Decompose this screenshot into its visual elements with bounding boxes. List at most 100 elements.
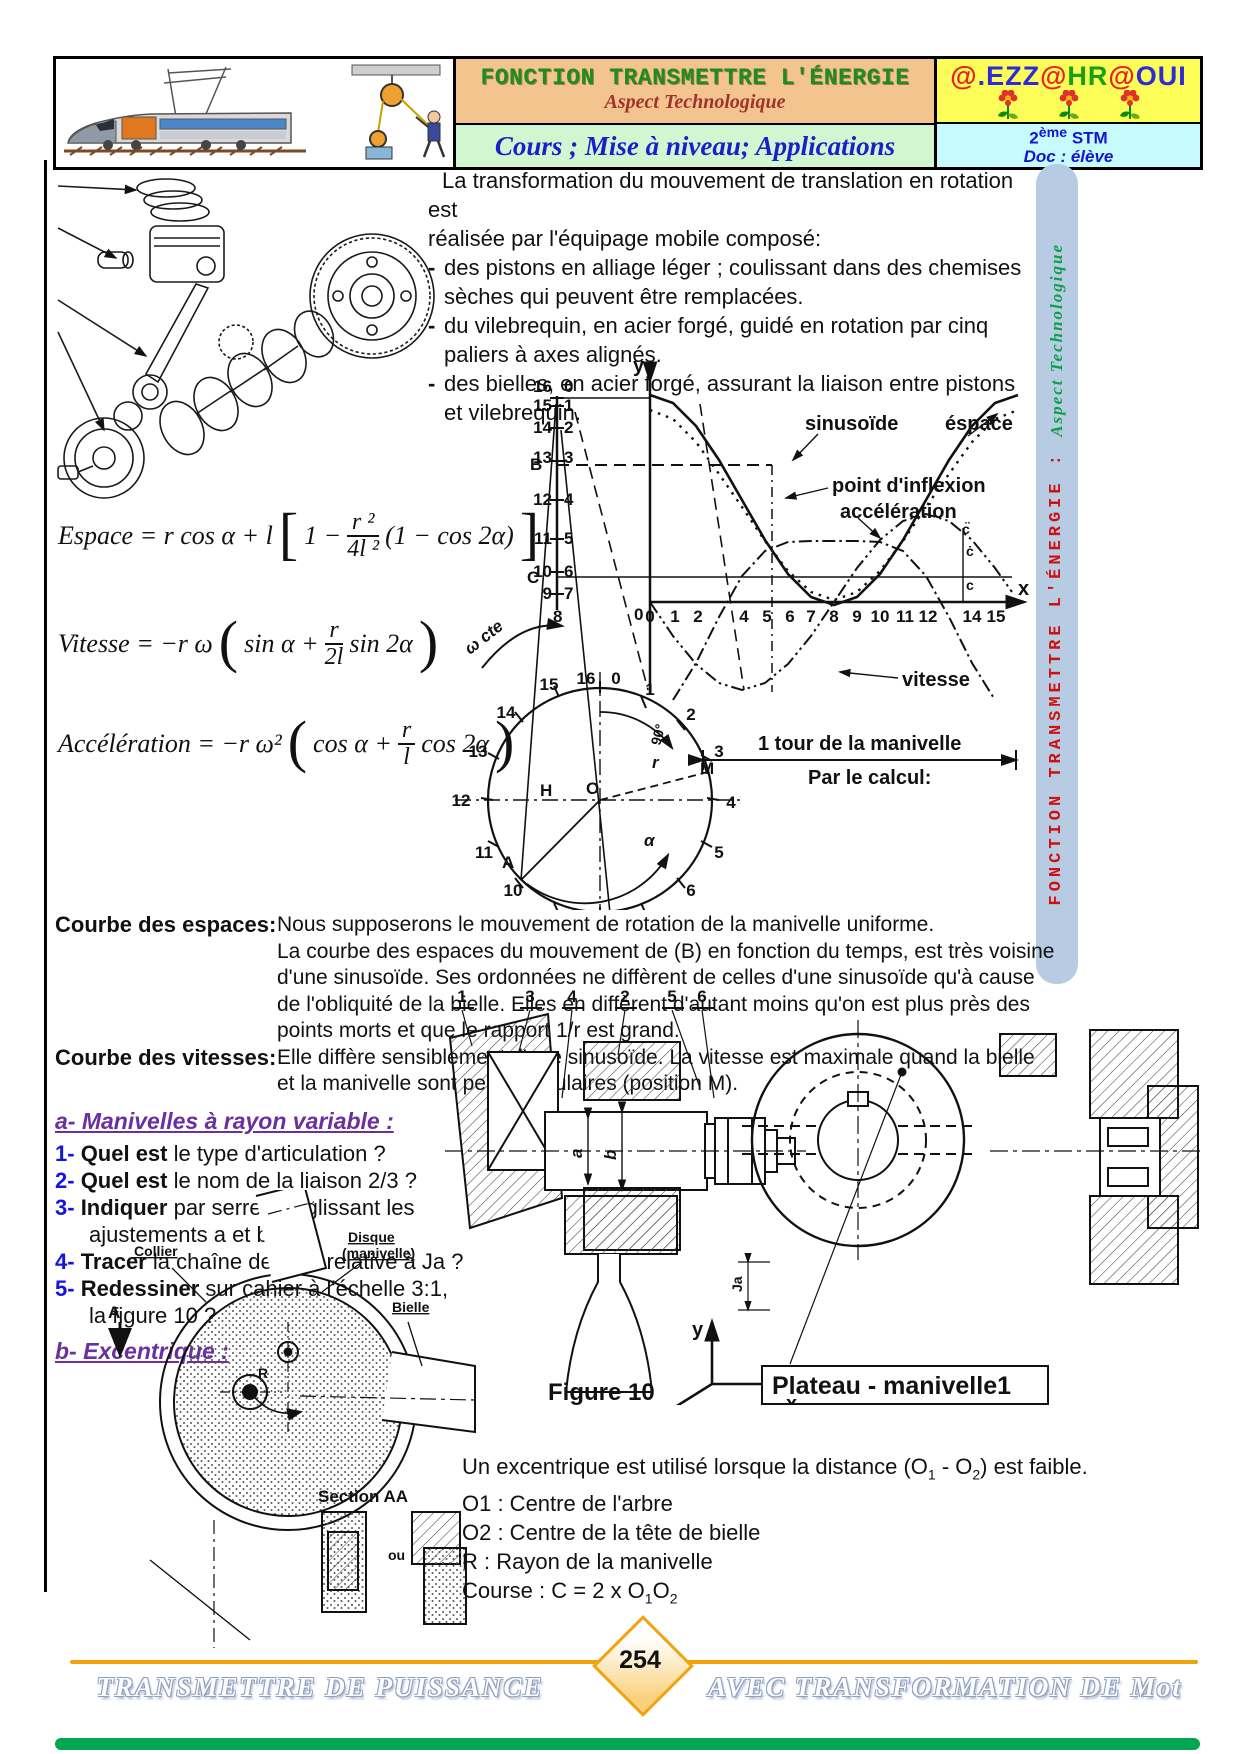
svg-text:2: 2 (564, 418, 573, 437)
a-point-label: A (502, 853, 514, 872)
svg-text:12: 12 (452, 791, 471, 810)
flower-icon (1058, 89, 1079, 119)
tour-manivelle-label: 1 tour de la manivelle (758, 733, 961, 755)
doc-type: Doc : élève (1023, 147, 1114, 167)
page-title: FONCTION TRANSMETTRE L'ÉNERGIE (480, 65, 910, 91)
footer-green-bar (55, 1738, 1200, 1750)
svg-text:13: 13 (469, 742, 488, 761)
formula-term: cos 2α (421, 729, 490, 759)
disque-label2: (manivelle) (342, 1245, 415, 1261)
fraction-den: 2l (324, 644, 344, 671)
scale-bottom: 8 (553, 607, 562, 626)
collier-label: Collier (134, 1243, 178, 1259)
engine-exploded-drawing (57, 178, 435, 499)
author-name: @.EZZ@HR@OUI (937, 61, 1200, 92)
sinusoide-label: sinusoïde (805, 413, 898, 435)
o-label: O (586, 779, 599, 798)
exc-line5: Course : C = 2 x O1O2 (462, 1578, 678, 1607)
formula-term: sin 2α (349, 629, 413, 659)
fraction-den: l (403, 744, 410, 771)
svg-text:16: 16 (577, 669, 596, 688)
svg-text:15: 15 (533, 396, 552, 415)
svg-text:14: 14 (533, 418, 552, 437)
svg-text:4: 4 (564, 490, 574, 509)
svg-text:4: 4 (726, 793, 736, 812)
acceleration-label: accélération (840, 501, 957, 523)
class-level: 2ème STM (1029, 124, 1108, 148)
inflexion-label: point d'inflexion (832, 475, 986, 497)
sidebar-text-sep: : (1047, 436, 1066, 480)
formula-term: sin α + (244, 629, 319, 659)
fraction-den: 4l ² (347, 536, 380, 563)
svg-text:1: 1 (645, 680, 654, 699)
section-aa-label: Section AA (318, 1487, 408, 1506)
author-block: @.EZZ@HR@OUI (937, 59, 1200, 124)
svg-text:2: 2 (693, 607, 702, 626)
excentrique-text: Un excentrique est utilisé lorsque la di… (462, 1452, 1102, 1614)
svg-text:13: 13 (533, 448, 552, 467)
page-number-diamond: 254 (552, 1615, 728, 1717)
svg-text:2: 2 (620, 987, 629, 1006)
formula-term: 1 − (304, 521, 342, 551)
point-b-label: B (530, 455, 542, 474)
author-seg: @ (950, 61, 978, 91)
fraction-num: r (324, 617, 344, 646)
svg-text:1: 1 (457, 987, 466, 1006)
sidebar-text-red: FONCTION TRANSMETTRE L'ÉNERGIE (1047, 479, 1066, 906)
intro-lead: La transformation du mouvement de transl… (428, 168, 1014, 251)
flower-icon (1119, 89, 1140, 119)
svg-text:11: 11 (534, 529, 552, 548)
svg-text:12: 12 (533, 490, 552, 509)
bullet-text: des pistons en alliage léger ; coulissan… (444, 255, 1022, 309)
x-axis-label: x (1018, 578, 1029, 600)
origin-label: 0 (634, 605, 643, 624)
header-table: FONCTION TRANSMETTRE L'ÉNERGIE Aspect Te… (53, 56, 1203, 170)
question-1: 1- Quel est le type d'articulation ? (55, 1141, 386, 1166)
bullet-text: des bielles, en acier forgé, assurant la… (444, 371, 1016, 425)
espace-label: éspace (945, 413, 1013, 435)
axis-x-label: x (786, 1393, 797, 1405)
svg-text:14: 14 (497, 703, 516, 722)
intro-paragraph: La transformation du mouvement de transl… (428, 166, 1038, 427)
formula-lhs: Accélération = −r ω² (58, 729, 282, 759)
svg-text:3: 3 (714, 742, 723, 761)
ou-label: ou (388, 1547, 405, 1563)
figure10-caption: Figure 10 (548, 1379, 655, 1405)
svg-text:5: 5 (667, 987, 676, 1006)
angle-90-label: 90° (647, 722, 668, 747)
author-seg: @ (1108, 61, 1136, 91)
svg-text:5: 5 (564, 529, 573, 548)
svg-text:6: 6 (686, 881, 695, 900)
vertical-sidebar-banner: FONCTION TRANSMETTRE L'ÉNERGIE : Aspect … (1036, 164, 1078, 984)
bielle-label: Bielle (392, 1299, 430, 1315)
svg-text:10: 10 (871, 607, 890, 626)
svg-text:10: 10 (504, 881, 523, 900)
svg-text:3: 3 (564, 448, 573, 467)
catenary-lines (163, 66, 232, 118)
page-subtitle: Aspect Technologique (604, 91, 786, 113)
courbes-section: Courbe des espaces: Nous supposerons le … (55, 912, 1055, 1098)
fraction-num: r (397, 717, 416, 746)
svg-text:5: 5 (762, 607, 771, 626)
y-axis-label: y (633, 355, 645, 377)
dim-ja-label: Ja (729, 1276, 745, 1292)
exc-line1: Un excentrique est utilisé lorsque la di… (462, 1454, 1088, 1483)
formula-term: (1 − cos 2α) (385, 521, 514, 551)
flower-icons (937, 89, 1200, 122)
svg-text:4: 4 (739, 607, 749, 626)
svg-text:1: 1 (564, 396, 573, 415)
header-title-cell: FONCTION TRANSMETTRE L'ÉNERGIE Aspect Te… (456, 59, 937, 167)
svg-text:12: 12 (919, 607, 938, 626)
disque-label: Disque (348, 1229, 395, 1245)
author-seg: OUI (1135, 61, 1187, 91)
axis-y-label: y (692, 1319, 704, 1341)
